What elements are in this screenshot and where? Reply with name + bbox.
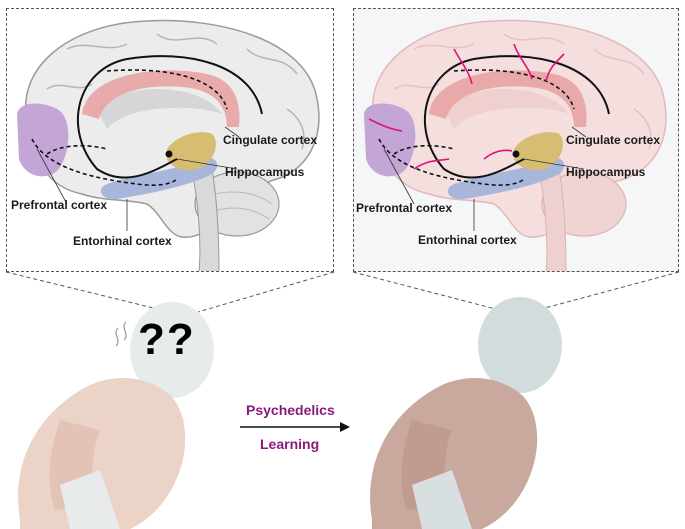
- circuit-loop: [423, 55, 610, 179]
- label-cingulate-cortex: Cingulate cortex: [566, 133, 661, 147]
- label-prefrontal-cortex: Prefrontal cortex: [356, 201, 453, 215]
- intervention-learning: Learning: [260, 436, 320, 452]
- circuit-loop: [76, 55, 263, 179]
- label-hippocampus: Hippocampus: [225, 165, 305, 179]
- prefrontal-region: [364, 103, 416, 177]
- restored-brain-illustration: [364, 19, 667, 271]
- brainstem: [191, 168, 220, 271]
- transition-arrow: [240, 422, 350, 432]
- left-head: [130, 302, 214, 398]
- hippocampus-region: [167, 132, 216, 171]
- restored-brain-panel: Cingulate cortex Hippocampus Prefrontal …: [353, 8, 679, 272]
- elderly-person-improved: [370, 297, 562, 529]
- hippocampus-region: [514, 132, 563, 171]
- elderly-person-confused: [18, 302, 214, 529]
- aged-brain-panel: Cingulate cortex Hippocampus Prefrontal …: [6, 8, 334, 272]
- label-entorhinal-cortex: Entorhinal cortex: [73, 234, 172, 248]
- brainstem: [538, 168, 567, 271]
- cingulate-region: [82, 70, 240, 127]
- zoom-lines: [5, 271, 680, 313]
- label-entorhinal-cortex: Entorhinal cortex: [418, 233, 517, 247]
- aged-brain-illustration: [17, 19, 320, 271]
- label-cingulate-cortex: Cingulate cortex: [223, 133, 318, 147]
- label-hippocampus: Hippocampus: [566, 165, 646, 179]
- right-head: [478, 297, 562, 393]
- confusion-question-marks: ??: [138, 315, 196, 364]
- label-prefrontal-cortex: Prefrontal cortex: [11, 198, 108, 212]
- intervention-psychedelics: Psychedelics: [246, 402, 335, 418]
- new-synaptic-connections: [368, 43, 565, 170]
- shaking-lines-icon: [115, 321, 127, 347]
- hippocampus-node: [165, 150, 173, 158]
- prefrontal-region: [17, 103, 69, 177]
- hippocampus-node: [512, 150, 520, 158]
- cingulate-region: [429, 70, 587, 127]
